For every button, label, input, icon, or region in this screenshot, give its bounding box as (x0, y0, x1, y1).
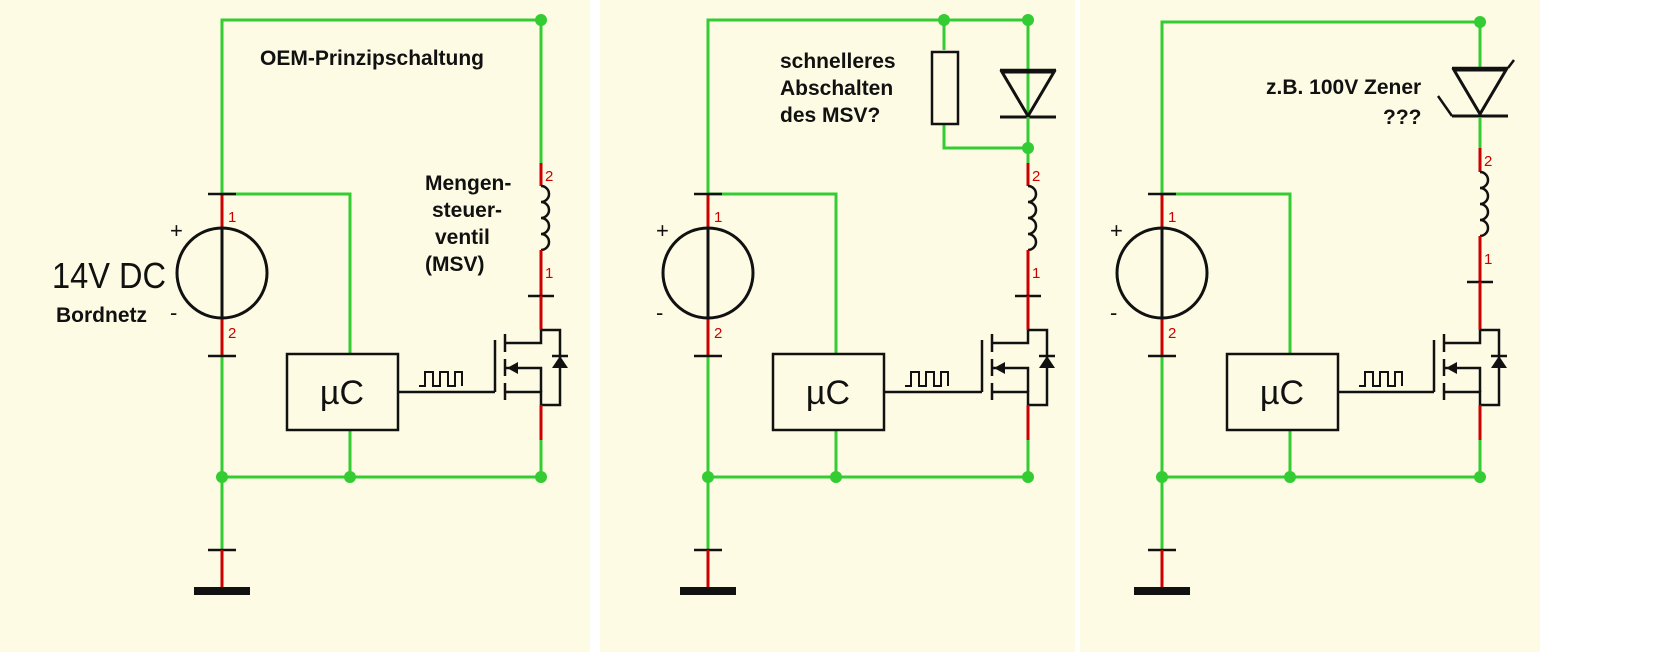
panel2-note-line3: des MSV? (780, 104, 880, 127)
panel2-coil-pin1: 1 (1032, 265, 1040, 282)
panel1-microcontroller (285, 352, 400, 432)
panel1-uc-supply-wire (222, 192, 352, 354)
panel2-uc-label: µC (806, 374, 850, 412)
panel3-mosfet (1432, 282, 1507, 440)
panel2-coil-pin2: 2 (1032, 168, 1040, 185)
panel2-microcontroller (771, 352, 886, 432)
panel1-coil-pin2: 2 (545, 168, 553, 185)
panel1-pwm-signal (419, 371, 463, 387)
panel1-pin2: 2 (228, 325, 236, 342)
panel1-coil (540, 184, 551, 252)
panel1-title: OEM-Prinzipschaltung (260, 47, 484, 70)
panel2-minus-sign: - (656, 300, 663, 325)
panel2-resistor (930, 50, 960, 126)
panel1: 1 2 + - 14V DC Bordnetz 2 1 Mengen- steu… (52, 14, 568, 595)
panel3-plus-sign: + (1110, 218, 1123, 243)
panel3-ground-symbol (1134, 587, 1190, 595)
panel3-zener-diode (1436, 59, 1515, 118)
panel2-coil (1027, 184, 1038, 252)
panel3-background (1080, 0, 1540, 652)
panel1-top-wire (220, 18, 543, 194)
panel3-coil-pin2: 2 (1484, 153, 1492, 170)
panel1-coil-pin1: 1 (545, 265, 553, 282)
panel2-pin2: 2 (714, 325, 722, 342)
panel1-uc-label: µC (320, 374, 364, 412)
panel1-ground-symbol (194, 587, 250, 595)
panel3-coil (1479, 170, 1490, 238)
panel2-ground-symbol (680, 587, 736, 595)
panel3-coil-pin1: 1 (1484, 251, 1492, 268)
panel2-pin1: 1 (714, 209, 722, 226)
panel2-pwm-signal (905, 371, 949, 387)
panel3-microcontroller (1225, 352, 1340, 432)
panel3: z.B. 100V Zener ??? 1 2 + - 2 1 (1110, 16, 1515, 595)
panel1-source-label: 14V DC (52, 255, 166, 296)
panel3-pin2: 2 (1168, 325, 1176, 342)
panel1-coil-label-line4: (MSV) (425, 253, 485, 276)
panel1-pin1: 1 (228, 209, 236, 226)
panel3-pwm-signal (1359, 371, 1403, 387)
panel1-coil-label-line2: steuer- (432, 199, 502, 222)
panel3-note-line2: ??? (1383, 106, 1421, 129)
panel1-coil-label-line3: ventil (435, 226, 490, 249)
panel1-background (0, 0, 590, 652)
panel1-minus-sign: - (170, 300, 177, 325)
panel1-mosfet (493, 296, 568, 440)
panel1-plus-sign: + (170, 218, 183, 243)
panel1-coil-label-line1: Mengen- (425, 172, 511, 195)
panel2-mosfet (980, 296, 1055, 440)
panel2-plus-sign: + (656, 218, 669, 243)
panel3-uc-label: µC (1260, 374, 1304, 412)
panel1-source-sublabel: Bordnetz (56, 304, 147, 327)
panel2-note-line1: schnelleres (780, 50, 896, 73)
panel3-note-line1: z.B. 100V Zener (1266, 76, 1421, 99)
panel3-minus-sign: - (1110, 300, 1117, 325)
panel2: schnelleres Abschalten des MSV? 1 2 + - … (656, 14, 1057, 595)
panel2-note-line2: Abschalten (780, 77, 893, 100)
panel3-pin1: 1 (1168, 209, 1176, 226)
